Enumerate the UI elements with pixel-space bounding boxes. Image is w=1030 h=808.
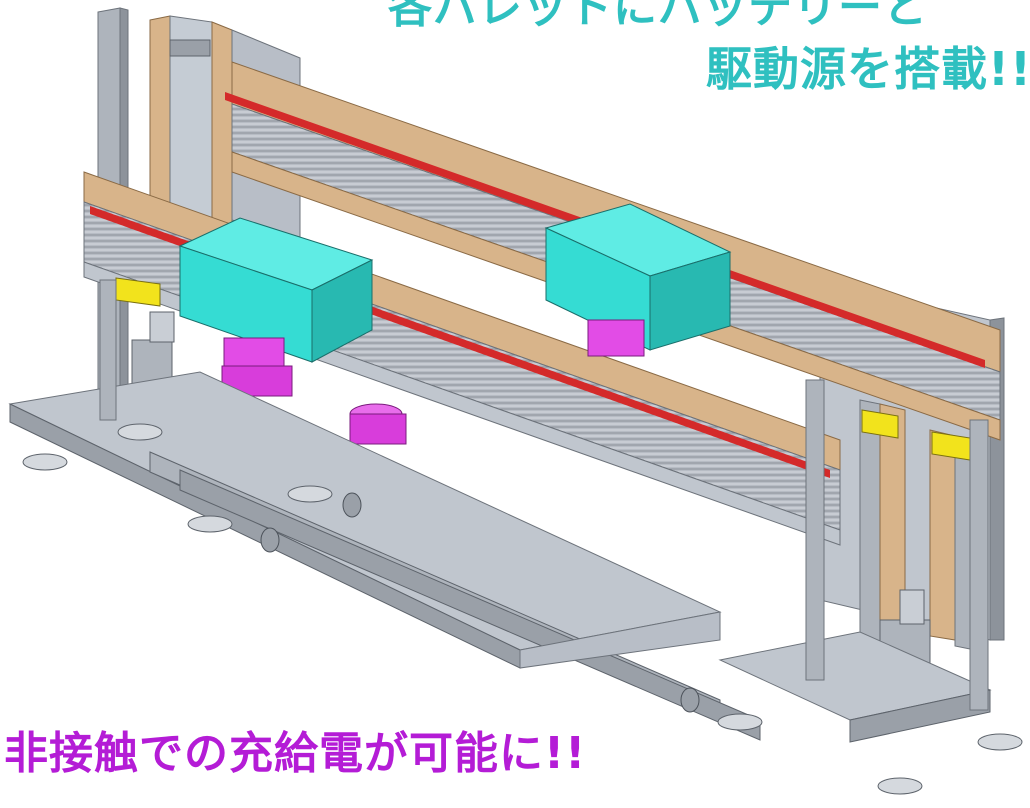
caption-drive-source: 駆動源を搭載!! [706,42,1030,96]
pallet-block [178,203,732,363]
caption-battery: 各パレットにバッテリーと [388,0,928,33]
leveling-foot [22,423,1023,795]
front-uprights [99,279,989,711]
caster-wheel [260,492,700,713]
caption-contactless-charging: 非接触での充給電が可能に!! [4,728,587,779]
